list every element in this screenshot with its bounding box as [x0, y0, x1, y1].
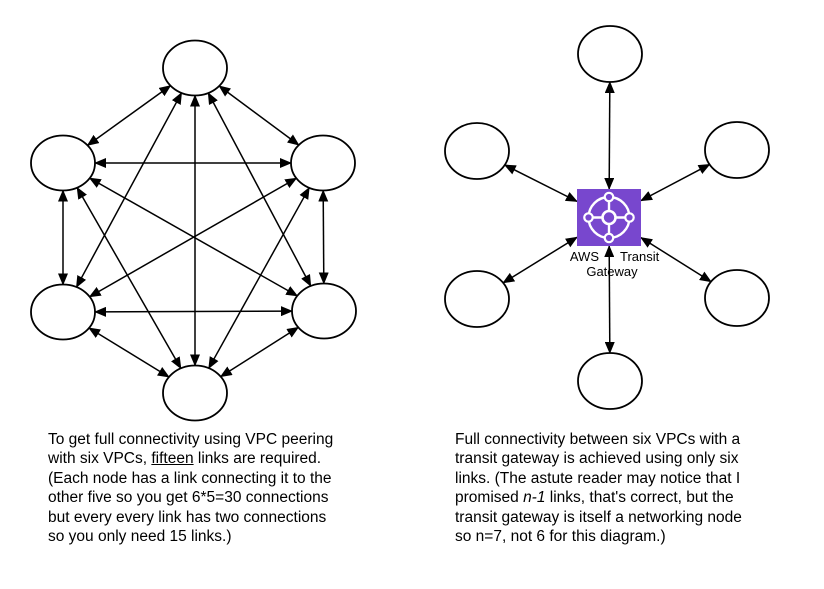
- vpc-node: [444, 122, 510, 180]
- spoke-link: [640, 163, 711, 202]
- vpc-node: [577, 352, 643, 410]
- caption-line: transit gateway is achieved using only s…: [455, 449, 742, 468]
- spoke-link: [604, 80, 615, 190]
- transit-gateway-icon: [583, 191, 635, 244]
- caption-line: (Each node has a link connecting it to t…: [48, 469, 333, 488]
- caption-line: Full connectivity between six VPCs with …: [455, 430, 742, 449]
- caption-text: fifteen: [151, 450, 194, 468]
- caption-text: promised: [455, 489, 524, 507]
- caption-text: so n=7, not 6 for this diagram.): [455, 528, 666, 546]
- caption-line: so you only need 15 links.): [48, 527, 333, 546]
- peering-link: [75, 92, 183, 288]
- vpc-node: [704, 121, 770, 179]
- caption-text: other five so you get 6*5=30 connections: [48, 489, 329, 507]
- spoke-link: [604, 245, 615, 355]
- gateway-port-dot: [583, 212, 594, 223]
- vpc-peering-caption: To get full connectivity using VPC peeri…: [48, 430, 333, 546]
- transit-gateway-label: AWS: [570, 249, 599, 264]
- spoke-link: [640, 236, 712, 283]
- gateway-port-dot: [624, 212, 635, 223]
- peering-link: [88, 327, 170, 378]
- caption-text: with six VPCs,: [48, 450, 152, 468]
- caption-line: links. (The astute reader may notice tha…: [455, 469, 742, 488]
- caption-text: To get full connectivity using VPC peeri…: [48, 431, 334, 448]
- caption-text: but every every link has two connections: [48, 508, 327, 526]
- gateway-port-dot: [603, 232, 615, 244]
- peering-link: [76, 186, 182, 370]
- caption-line: promised n-1 links, that's correct, but …: [455, 488, 742, 507]
- peering-link: [219, 326, 300, 378]
- spoke-link: [502, 236, 578, 284]
- caption-text: links are required.: [193, 450, 322, 468]
- caption-line: To get full connectivity using VPC peeri…: [48, 430, 333, 449]
- peering-link: [208, 186, 310, 370]
- gateway-port-dot: [603, 191, 615, 203]
- caption-line: transit gateway is itself a networking n…: [455, 508, 742, 527]
- transit-gateway-caption: Full connectivity between six VPCs with …: [455, 430, 742, 546]
- vpc-node: [577, 25, 643, 83]
- gateway-hub-dot: [601, 209, 617, 226]
- caption-text: links. (The astute reader may notice tha…: [455, 469, 741, 487]
- vpc-peering-diagram: [30, 39, 357, 422]
- vpc-node: [30, 283, 96, 341]
- caption-text: so you only need 15 links.): [48, 528, 232, 546]
- vpc-node: [290, 134, 356, 192]
- spoke-link: [503, 164, 578, 203]
- caption-text: n-1: [523, 489, 546, 507]
- caption-text: transit gateway is itself a networking n…: [455, 508, 742, 526]
- transit-gateway-label: Transit: [620, 249, 660, 264]
- vpc-node: [291, 282, 357, 340]
- vpc-node: [704, 269, 770, 327]
- peering-link: [93, 306, 294, 317]
- caption-text: links, that's correct, but the: [545, 489, 734, 507]
- vpc-node: [30, 134, 96, 192]
- caption-line: but every every link has two connections: [48, 508, 333, 527]
- caption-text: Full connectivity between six VPCs with …: [455, 431, 741, 448]
- vpc-node: [444, 270, 510, 328]
- caption-line: with six VPCs, fifteen links are require…: [48, 449, 333, 468]
- caption-line: other five so you get 6*5=30 connections: [48, 488, 333, 507]
- caption-line: so n=7, not 6 for this diagram.): [455, 527, 742, 546]
- vpc-node: [162, 364, 228, 422]
- peering-link: [318, 189, 329, 285]
- caption-text: (Each node has a link connecting it to t…: [48, 469, 332, 487]
- peering-link: [207, 92, 312, 287]
- vpc-node: [162, 39, 228, 97]
- transit-gateway-label: Gateway: [586, 264, 638, 279]
- caption-text: transit gateway is achieved using only s…: [455, 450, 739, 468]
